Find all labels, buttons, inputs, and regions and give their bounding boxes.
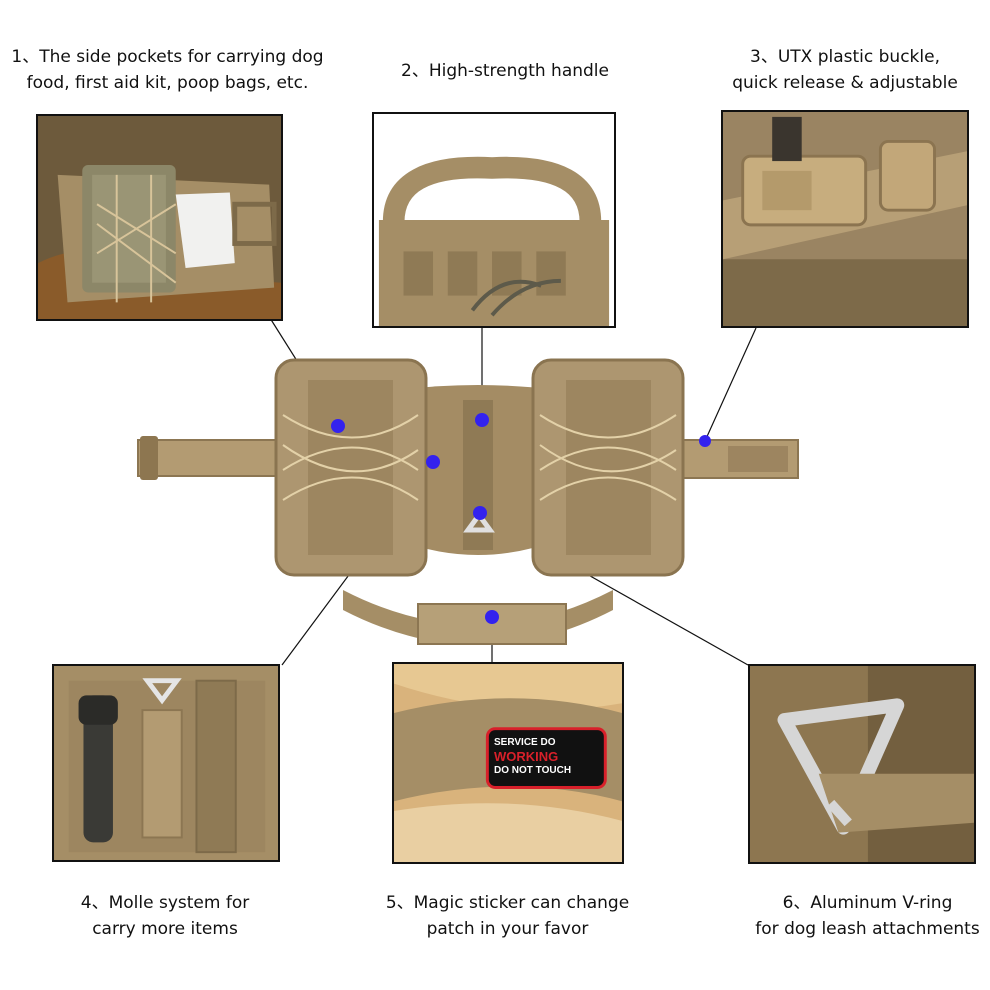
feature-3-line1: 3、UTX plastic buckle, xyxy=(750,47,940,67)
feature-5-caption: 5、Magic sticker can change patch in your… xyxy=(365,890,650,942)
feature-6-line2: for dog leash attachments xyxy=(755,919,980,939)
feature-4-line1: 4、Molle system for xyxy=(80,893,250,913)
handle-photo xyxy=(372,112,616,328)
side-pocket-photo xyxy=(36,114,283,321)
marker-4 xyxy=(426,455,440,469)
feature-2-line1: 2、High-strength handle xyxy=(401,61,609,81)
harness-product-image xyxy=(118,340,818,660)
patch-line3: DO NOT TOUCH xyxy=(494,765,572,776)
feature-5-line1: 5、Magic sticker can change xyxy=(385,893,630,913)
feature-4-caption: 4、Molle system for carry more items xyxy=(50,890,280,942)
feature-3-line2: quick release & adjustable xyxy=(732,73,958,93)
marker-1 xyxy=(331,419,345,433)
feature-1-line1: 1、The side pockets for carrying dog xyxy=(11,47,324,67)
feature-6-line1: 6、Aluminum V-ring xyxy=(782,893,953,913)
feature-1-line2: food, first aid kit, poop bags, etc. xyxy=(26,73,309,93)
feature-6-caption: 6、Aluminum V-ring for dog leash attachme… xyxy=(745,890,990,942)
feature-2-caption: 2、High-strength handle xyxy=(375,58,635,84)
feature-1-caption: 1、The side pockets for carrying dog food… xyxy=(0,44,335,96)
marker-3 xyxy=(699,435,711,447)
feature-4-line2: carry more items xyxy=(92,919,238,939)
feature-3-caption: 3、UTX plastic buckle, quick release & ad… xyxy=(715,44,975,96)
marker-6 xyxy=(473,506,487,520)
patch-line1: SERVICE DO xyxy=(494,737,556,748)
feature-5-line2: patch in your favor xyxy=(426,919,589,939)
patch-line2: WORKING xyxy=(494,749,559,764)
marker-5 xyxy=(485,610,499,624)
patch-photo: SERVICE DO WORKING DO NOT TOUCH xyxy=(392,662,624,864)
buckle-photo xyxy=(721,110,969,328)
molle-photo xyxy=(52,664,280,862)
marker-2 xyxy=(475,413,489,427)
v-ring-photo xyxy=(748,664,976,864)
